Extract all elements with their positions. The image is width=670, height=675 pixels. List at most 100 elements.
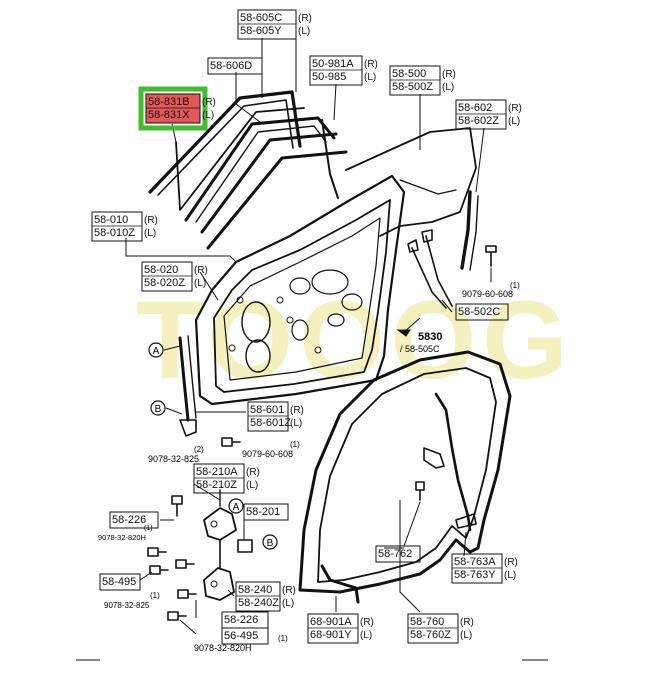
watermark: TOOOG [136,279,573,402]
door-weatherstrip-clip [455,513,477,529]
part-label: 50-981A(R)50-985(L) [309,55,378,86]
part-number: 50-981A [312,58,354,70]
callout-a-upper: A [148,342,164,358]
leader-210 [193,483,221,501]
label-box [375,545,421,563]
leader-020 [199,271,219,301]
part-number: 58-226 [112,514,146,526]
side-indicator: (L) [508,116,520,127]
part-number: 58-502C [458,306,500,318]
fastener-qty: (1) [144,525,153,532]
leader-760 [399,500,421,613]
leader-lines [125,38,485,635]
rear-channel-inner [469,195,479,271]
leader-010 [125,238,237,263]
leader-502c [441,299,453,313]
panel-hole-7 [291,319,309,341]
label-box [389,65,441,96]
side-indicator: (L) [460,630,472,641]
part-number: 58-601 [250,404,284,416]
part-label: 58-226 [109,511,159,529]
part-label: 68-901A(R)68-901Y(L) [307,613,374,644]
side-indicator: (R) [282,585,296,596]
side-indicator: (L) [144,228,156,239]
leader-606d [235,72,261,123]
part-number: 58-010 [94,214,128,226]
belt-strip-3 [321,119,339,199]
part-number: 56-495 [224,630,258,642]
side-indicator: (R) [508,103,522,114]
part-label: 58-605C(R)58-605Y(L) [237,9,312,40]
side-indicator: (R) [504,557,518,568]
label-box [145,93,201,124]
side-indicator: (R) [442,69,456,80]
fastener-qty: (1) [278,634,288,643]
part-labels: 58-605C(R)58-605Y(L)58-606D58-831B(R)58-… [91,9,522,645]
part-number: 58-762 [378,548,412,560]
label-box [243,503,289,521]
part-number: 58-602 [458,102,492,114]
label-box [455,99,507,130]
part-number: 58-020Z [144,277,185,289]
side-indicator: (R) [202,97,216,108]
leader-b-top [165,407,183,415]
part-number: 58-500Z [392,81,433,93]
callout-b-upper: B [150,400,166,416]
side-indicator: (R) [298,13,312,24]
part-number: 58-226 [224,614,258,626]
check-part [423,447,445,469]
front-channel [178,336,190,422]
hinge-upper [203,507,237,541]
label-box [307,613,359,644]
part-number: 58-020 [144,264,178,276]
door-glass-edge [399,179,457,195]
belt-strip-2 [206,150,348,250]
part-number: 58-605C [240,12,282,24]
panel-bolt-1 [276,296,284,304]
part-label: 58-760(R)58-760Z(L) [407,613,474,644]
door-weatherstrip [434,392,472,532]
part-label: 58-240(R)58-240Z(L) [235,581,296,612]
fastener-9079-60-608-a: (1) 9079-60-608 [462,281,520,299]
leader-a-top [163,345,181,351]
part-number: 58-601Z [250,417,291,429]
run-channel-inner [195,125,327,223]
part-number: 58-760Z [410,629,451,641]
side-indicator: (R) [460,617,474,628]
weatherstrip-831 [175,107,305,211]
fastener-code: 9078-32-820H [194,643,252,653]
side-indicator: (R) [360,617,374,628]
part-label: 58-495 [99,573,141,591]
opening-weatherstrip-outer [298,350,512,594]
part-label: 58-602(R)58-602Z(L) [455,99,522,130]
part-number: 58-831X [148,109,190,121]
part-number: 68-901Y [310,629,352,641]
side-indicator: (R) [144,215,158,226]
part-number: 58-210A [196,466,238,478]
label-box [141,261,193,292]
clip-762 [415,481,425,501]
door-shell [194,174,406,406]
label-box [455,303,509,321]
part-label: 58-226 [221,611,269,629]
part-number: 58-763A [454,556,496,568]
bolt-lower-6 [167,611,187,621]
part-label: 58-010(R)58-010Z(L) [91,211,158,242]
line-art [147,90,512,621]
label-box [451,553,503,584]
fastener-qty: (2) [194,445,204,454]
fastener-code: 9078-32-825 [104,601,150,610]
hinge-upper-bolt [210,520,218,528]
panel-bolt-3 [314,346,322,354]
inner-panel-detail [223,217,381,381]
part-number: 58-240 [238,584,272,596]
fastener-9079-60-608-b: (1) 9079-60-608 [242,440,300,459]
fastener-code: 9078-32-825 [148,454,199,464]
leader-981 [333,83,337,121]
leader-495a [139,571,153,581]
belt-strip-1 [200,132,338,234]
callout-b-lower: B [262,534,278,550]
leader-495b [179,619,197,635]
fastener-qty: (1) [150,591,160,600]
